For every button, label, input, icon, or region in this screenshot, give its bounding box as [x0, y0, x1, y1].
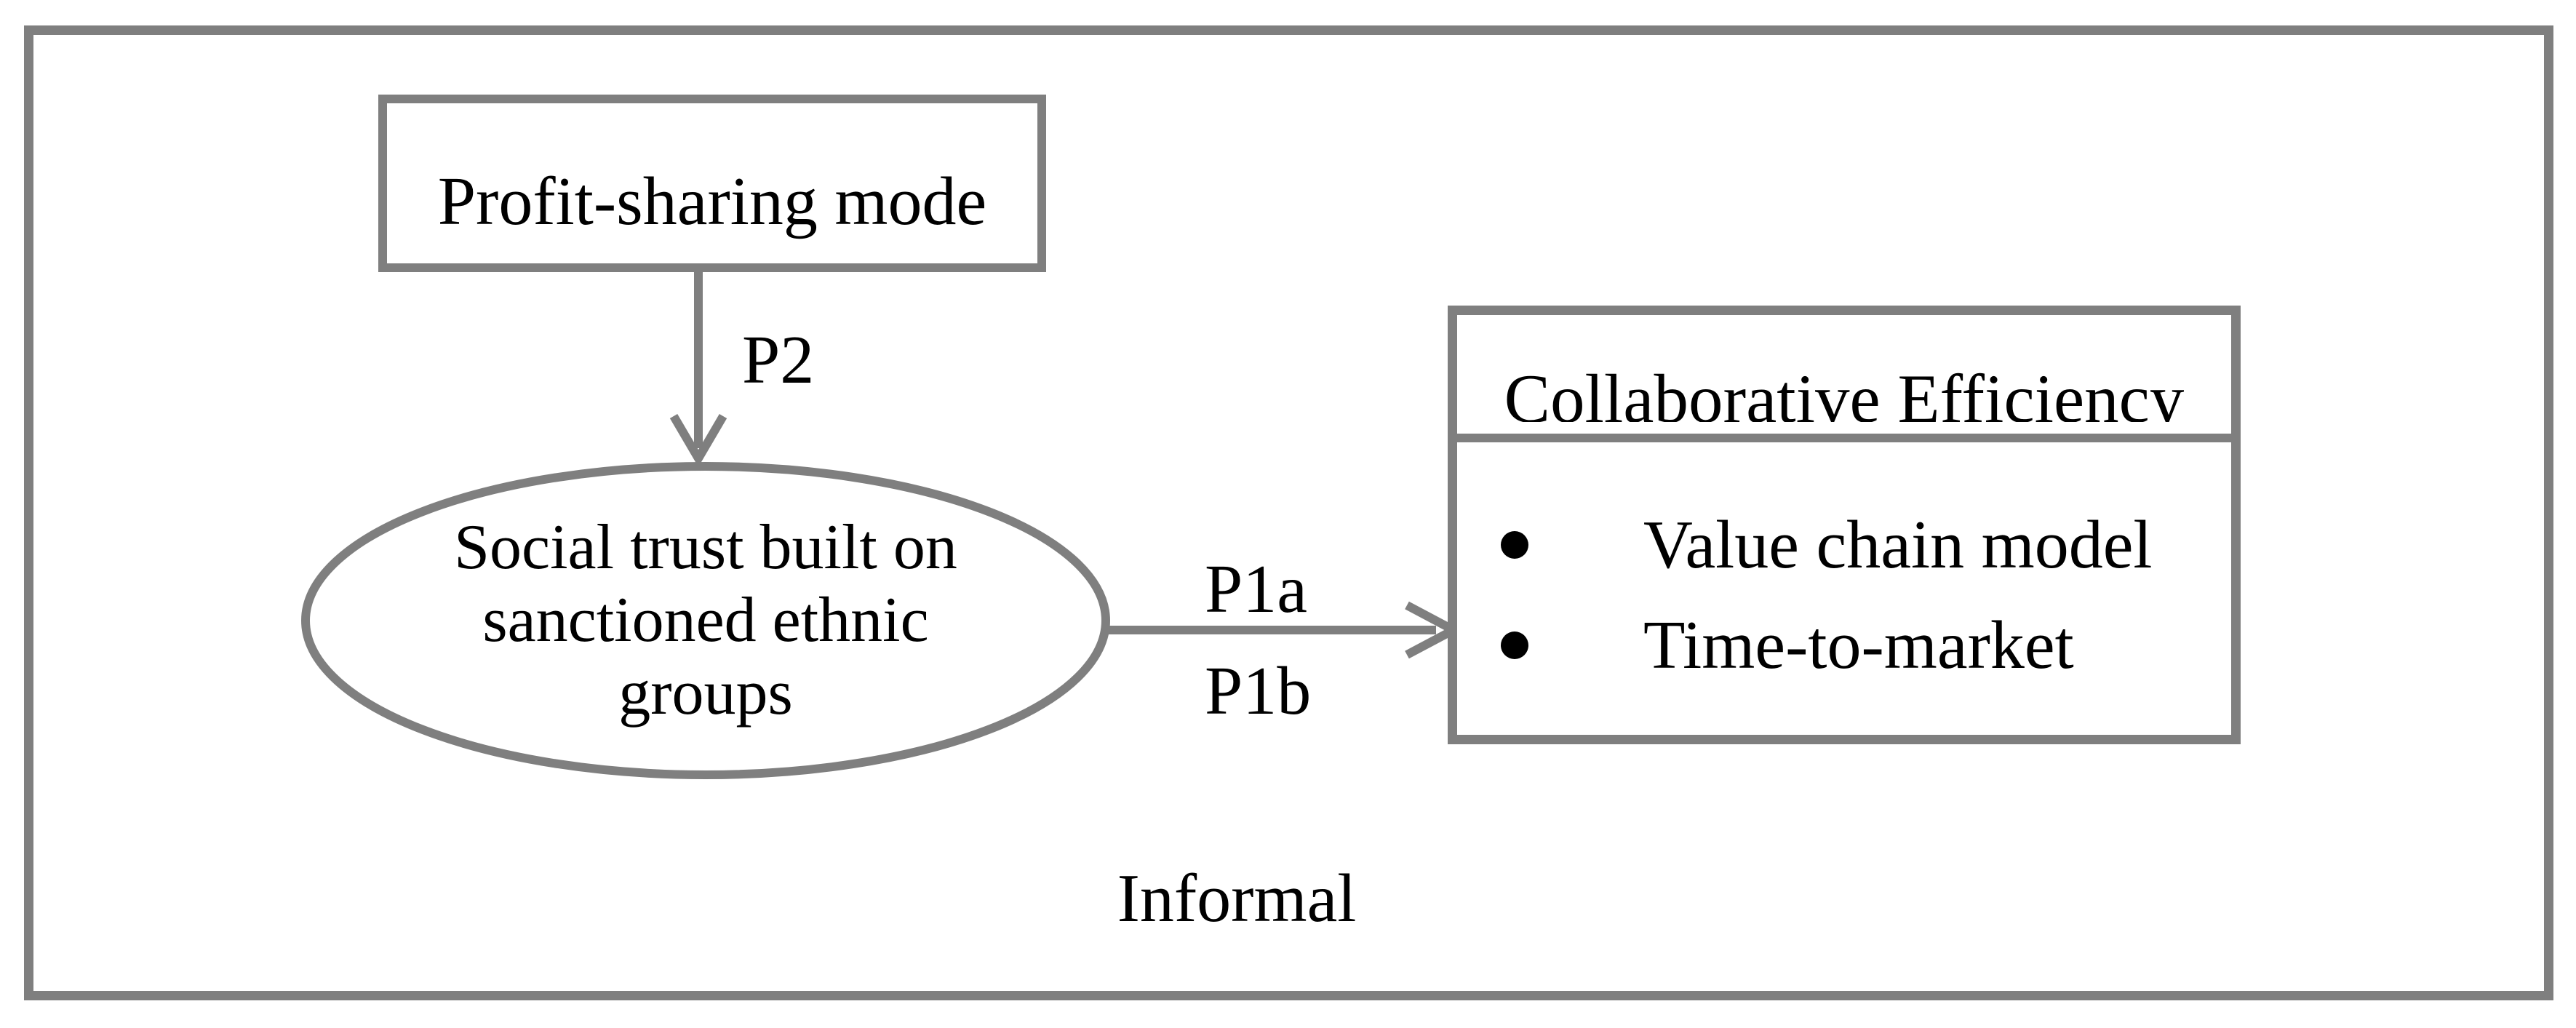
list-item: Time-to-market — [1501, 607, 2074, 684]
edge-label-p2: P2 — [742, 322, 815, 398]
bullet-icon — [1501, 631, 1528, 659]
node-profit-sharing-mode-label: Profit-sharing mode — [437, 164, 987, 239]
region-label-informal: Informal — [1117, 861, 1357, 936]
bullet-icon — [1501, 531, 1528, 559]
node-collaborative-efficiency: Collaborative Efficiency — [1448, 306, 2241, 744]
social-trust-ellipse-outline — [301, 462, 1110, 779]
collaborative-efficiency-title: Collaborative Efficiency — [1504, 360, 2185, 423]
bullet-label-time-to-market: Time-to-market — [1643, 607, 2074, 683]
edge-label-p1a: P1a — [1205, 551, 1307, 627]
edge-label-p1b: P1b — [1205, 653, 1312, 729]
bullet-label-value-chain-model: Value chain model — [1643, 507, 2153, 583]
list-item: Value chain model — [1501, 506, 2153, 583]
node-profit-sharing-mode: Profit-sharing mode — [378, 95, 1046, 272]
arrow-p2-head — [669, 413, 727, 467]
node-social-trust-label-line1: Social trust built on — [454, 512, 957, 583]
informal-region-frame — [24, 25, 2553, 1000]
node-social-trust-label-line3: groups — [618, 658, 793, 728]
node-social-trust-label: Social trust built on sanctioned ethnic … — [306, 511, 1106, 730]
collaborative-efficiency-header: Collaborative Efficiency — [1457, 315, 2231, 442]
node-social-trust-label-line2: sanctioned ethnic — [482, 585, 929, 656]
collaborative-efficiency-title-clip: Collaborative Efficiency — [1457, 315, 2231, 423]
